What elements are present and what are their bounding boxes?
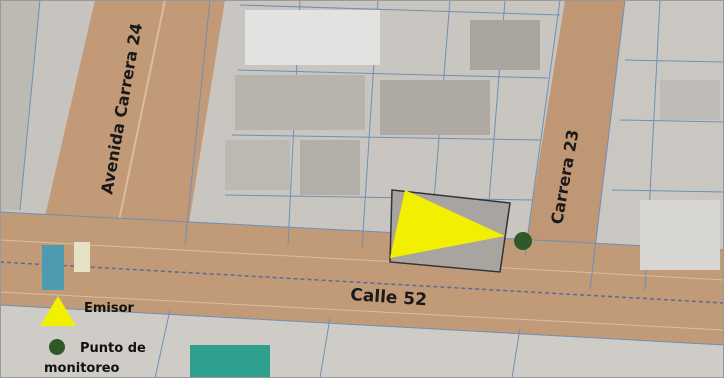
roof-grey-e: [470, 20, 540, 70]
roof-grey-a: [235, 75, 365, 130]
emitter-triangle-marker: [390, 190, 505, 258]
roof-east-light: [640, 200, 720, 270]
roof-grey-c: [225, 140, 290, 190]
monitoring-point-marker: [514, 232, 532, 250]
roof-east-a: [660, 80, 720, 120]
roof-grey-d: [300, 140, 360, 195]
block-south: [0, 300, 724, 378]
roof-teal: [190, 345, 270, 378]
vehicle-blue: [42, 245, 64, 290]
road-calle-52: [0, 212, 724, 345]
map-legend: Emisor Punto de monitoreo: [40, 296, 146, 376]
block-far-left: [0, 0, 40, 210]
lane-line-south: [0, 291, 724, 331]
legend-emitter-label: Emisor: [84, 301, 135, 316]
roof-grey-b: [380, 80, 490, 135]
roof-white: [245, 10, 380, 65]
road-avenida-carrera-24: [40, 0, 225, 248]
road-median: [114, 0, 166, 241]
vehicle-white: [74, 242, 90, 272]
legend-monitoring-label-line2: monitoreo: [44, 361, 120, 376]
lane-divider: [0, 261, 724, 304]
lane-line-north: [0, 239, 724, 281]
legend-monitoring-label-line1: Punto de: [80, 341, 146, 356]
legend-monitoring-icon: [49, 339, 65, 355]
rooftops: [42, 10, 720, 378]
legend-emitter-icon: [40, 296, 76, 326]
